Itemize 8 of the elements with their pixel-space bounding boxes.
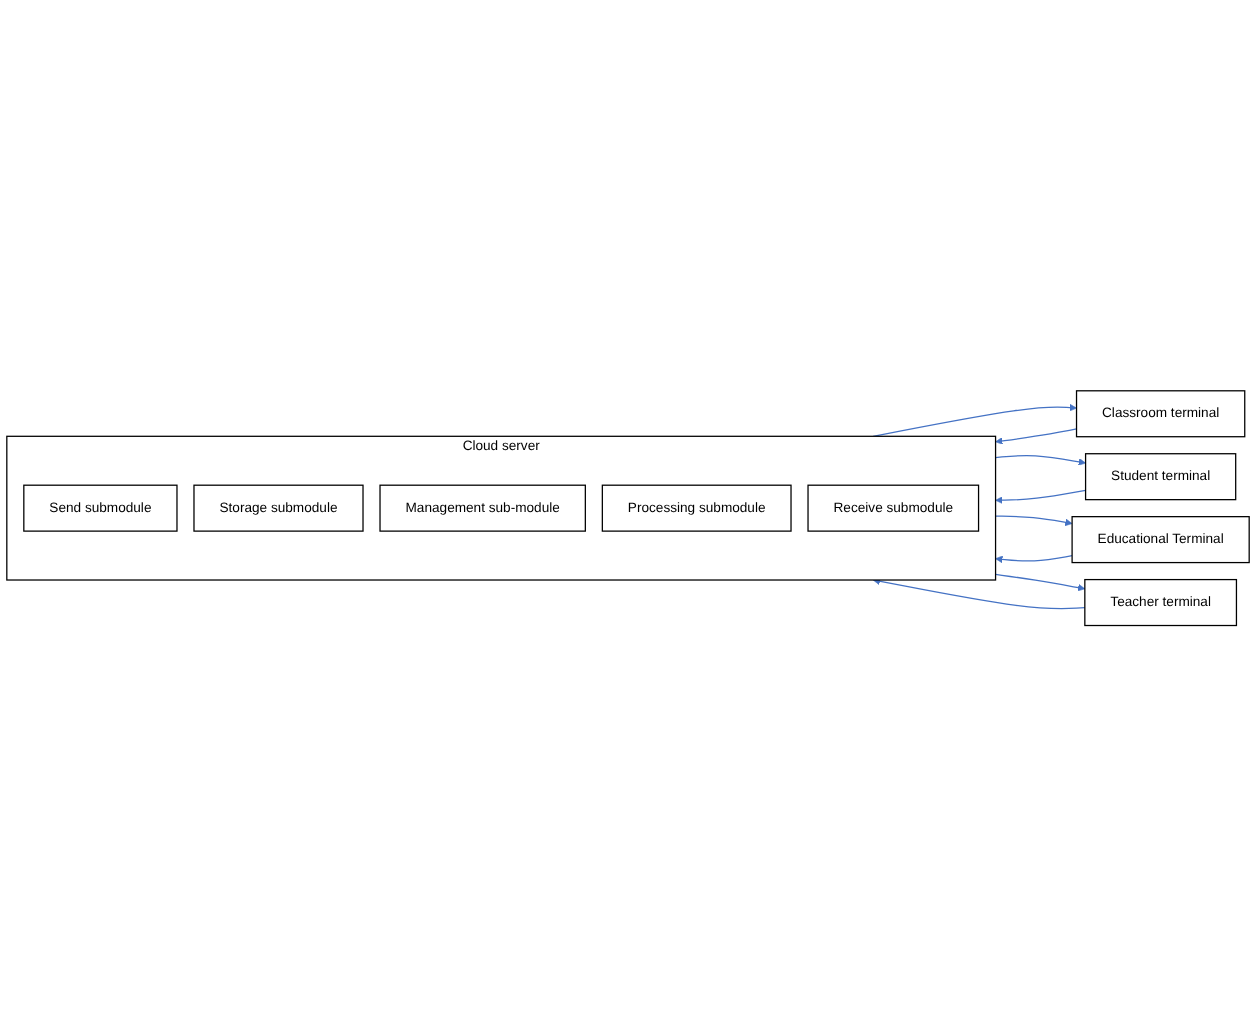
arrow [995, 490, 1087, 505]
arrow [994, 574, 1086, 593]
arrow [872, 578, 1086, 611]
arrow [872, 404, 1077, 438]
arrow [994, 516, 1073, 527]
arrow [995, 555, 1073, 564]
arrow [994, 455, 1086, 467]
arrow [995, 429, 1078, 446]
